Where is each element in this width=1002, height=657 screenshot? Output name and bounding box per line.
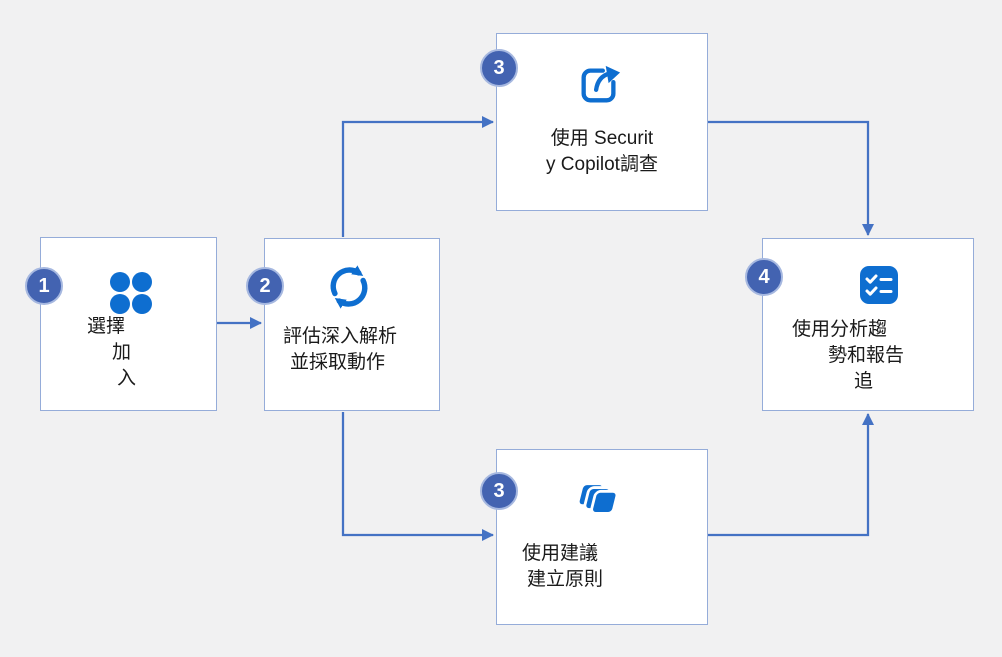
flow-step-3-investigate-box [496,33,708,211]
step-2-number-badge: 2 [246,267,284,305]
share-icon [581,65,621,103]
step-4-number-badge: 4 [745,258,783,296]
flow-step-1-box [40,237,217,411]
step-1-number: 1 [38,274,50,297]
arrow-step3-top-to-step4 [708,120,874,236]
flow-step-3-policy-box [496,449,708,625]
checklist-icon [860,266,898,304]
step-1-number-badge: 1 [25,267,63,305]
step-3-bottom-number: 3 [493,479,505,502]
step-4-number: 4 [758,265,770,288]
layers-icon [576,482,619,515]
step-3-top-number-badge: 3 [480,49,518,87]
step-1-label: 選擇加入 [87,316,137,389]
dots-grid-icon [110,272,152,314]
step-3-bottom-label: 使用建議建立原則 [522,543,604,590]
step-3-bottom-number-badge: 3 [480,472,518,510]
flow-step-2-box [264,238,440,411]
step-3-top-number: 3 [493,56,505,79]
step-2-label: 評估深入解析並採取動作 [283,326,398,373]
step-4-label: 使用分析趨勢和報告追 [792,319,905,392]
sync-icon [330,265,368,309]
arrow-step2-to-step3-bottom [341,412,494,541]
step-2-number: 2 [259,274,271,297]
arrow-step3-bottom-to-step4 [708,413,874,537]
arrow-step2-to-step3-top [341,116,494,237]
